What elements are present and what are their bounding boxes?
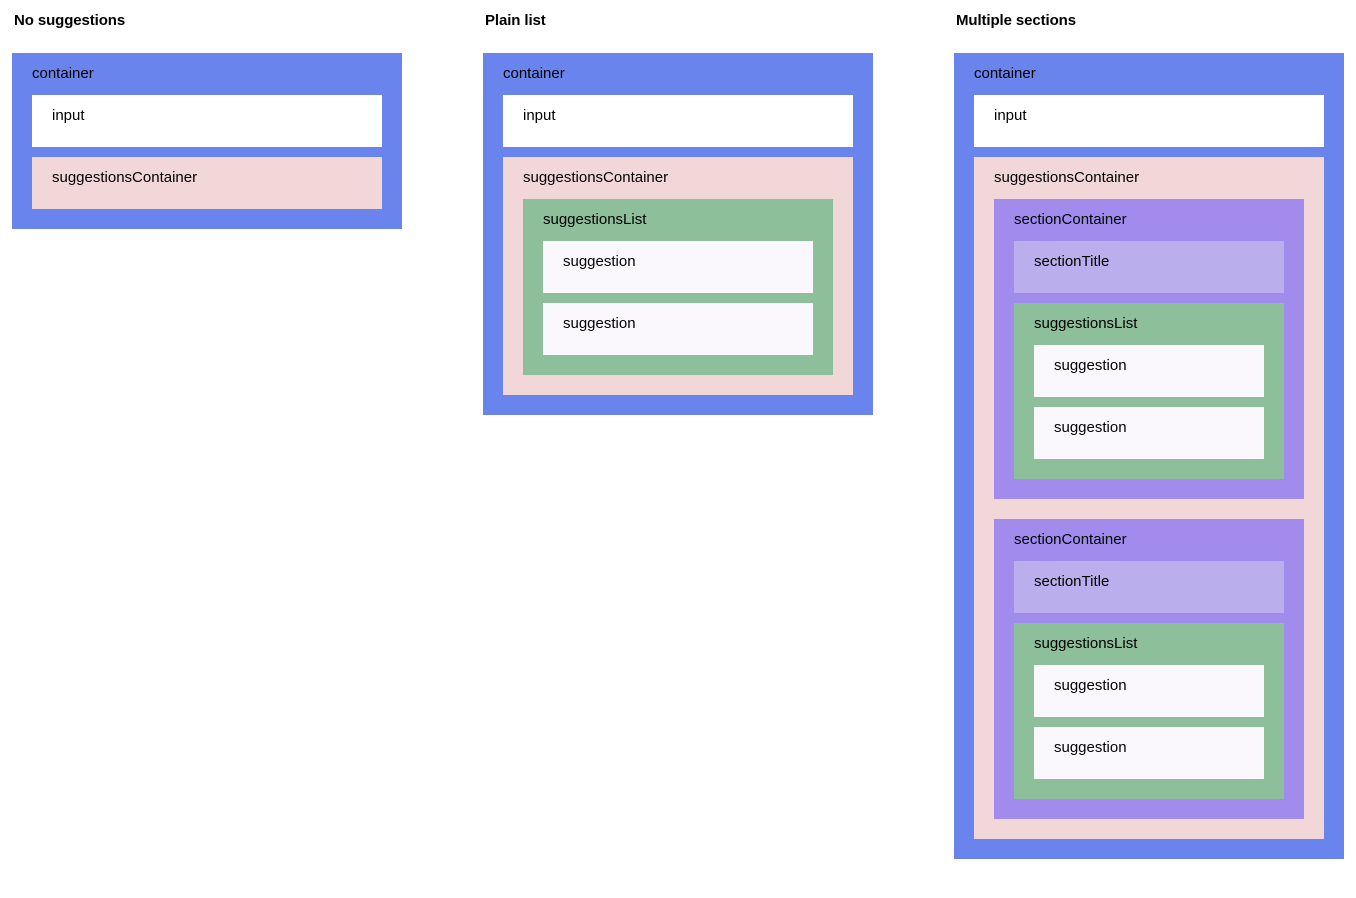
input-box[interactable]: input [32,95,382,147]
suggestion-label: suggestion [563,315,636,332]
suggestion-label: suggestion [563,253,636,270]
container-label: container [32,65,94,82]
section-container-box: sectionContainer sectionTitle suggestion… [994,199,1304,499]
section-spacer [994,499,1304,519]
section-container-label: sectionContainer [1014,211,1127,228]
container-box: container input suggestionsContainer sug… [483,53,873,415]
column-plain-list: Plain list container input suggestionsCo… [483,12,873,415]
input-box[interactable]: input [974,95,1324,147]
suggestion-item[interactable]: suggestion [1034,665,1264,717]
container-label: container [503,65,565,82]
column-no-suggestions: No suggestions container input suggestio… [12,12,402,229]
columns-row: No suggestions container input suggestio… [12,12,1344,859]
column-heading-multiple-sections: Multiple sections [956,12,1076,29]
input-label: input [523,107,556,124]
container-box: container input suggestionsContainer [12,53,402,229]
suggestions-container-label: suggestionsContainer [994,169,1140,186]
suggestion-item[interactable]: suggestion [1034,345,1264,397]
section-title-box: sectionTitle [1014,561,1284,613]
suggestions-container-label: suggestionsContainer [523,169,669,186]
suggestions-list-label: suggestionsList [1034,315,1138,332]
column-heading-no-suggestions: No suggestions [14,12,126,29]
suggestions-list-box: suggestionsList suggestion suggestion [523,199,833,375]
section-title-label: sectionTitle [1034,253,1110,270]
input-label: input [994,107,1027,124]
suggestions-list-label: suggestionsList [1034,635,1138,652]
section-container-label: sectionContainer [1014,531,1127,548]
section-container-box: sectionContainer sectionTitle suggestion… [994,519,1304,819]
container-box: container input suggestionsContainer sec… [954,53,1344,859]
suggestion-item[interactable]: suggestion [543,241,813,293]
suggestion-item[interactable]: suggestion [543,303,813,355]
container-label: container [974,65,1036,82]
suggestions-container-box: suggestionsContainer sectionContainer se… [974,157,1324,839]
column-multiple-sections: Multiple sections container input sugges… [954,12,1344,859]
suggestion-label: suggestion [1054,419,1127,436]
section-title-label: sectionTitle [1034,573,1110,590]
suggestion-label: suggestion [1054,677,1127,694]
suggestions-container-label: suggestionsContainer [52,169,198,186]
suggestions-list-box: suggestionsList suggestion suggestion [1014,303,1284,479]
suggestions-container-box: suggestionsContainer suggestionsList sug… [503,157,853,395]
suggestion-label: suggestion [1054,357,1127,374]
suggestion-item[interactable]: suggestion [1034,727,1264,779]
input-label: input [52,107,85,124]
column-heading-plain-list: Plain list [485,12,546,29]
suggestions-list-box: suggestionsList suggestion suggestion [1014,623,1284,799]
suggestion-item[interactable]: suggestion [1034,407,1264,459]
section-title-box: sectionTitle [1014,241,1284,293]
suggestion-label: suggestion [1054,739,1127,756]
suggestions-container-box: suggestionsContainer [32,157,382,209]
input-box[interactable]: input [503,95,853,147]
suggestions-list-label: suggestionsList [543,211,647,228]
